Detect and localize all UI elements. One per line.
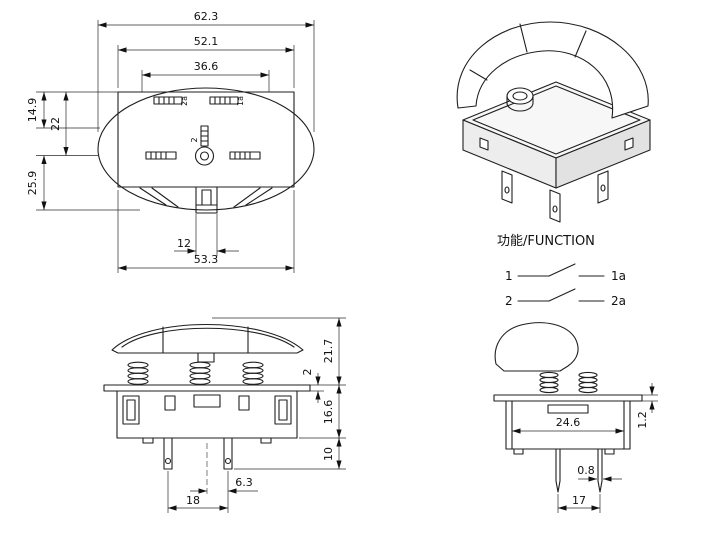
side-view-dimensions	[512, 383, 658, 513]
side-outline	[493, 322, 643, 493]
dim-overall-width: 62.3	[194, 10, 219, 23]
dim-upper-height: 14.9	[26, 98, 39, 123]
side-flange	[493, 394, 643, 402]
spring-center	[189, 361, 211, 385]
front-view: 2 21.7 16.6 10 6.3 18	[103, 317, 346, 513]
function-row1-left: 1	[505, 269, 513, 283]
side-pin-left	[555, 448, 561, 493]
iso-pins	[501, 170, 609, 223]
dim-pin-length: 10	[322, 447, 335, 461]
dim-mid-height: 22	[49, 117, 62, 131]
dim-pin-span: 17	[572, 494, 586, 507]
dim-pin-offset: 6.3	[235, 476, 253, 489]
function-row2-left: 2	[505, 294, 513, 308]
side-spring-right	[578, 371, 598, 394]
function-row2-right: 2a	[611, 294, 626, 308]
dim-tab-width: 12	[177, 237, 191, 250]
mounting-flange	[103, 384, 311, 392]
terminal-2a	[153, 96, 183, 105]
function-diagram: 功能/FUNCTION 1 1a 2 2a	[497, 234, 626, 308]
dim-inner-width: 36.6	[194, 60, 219, 73]
dim-flange-thickness: 2	[301, 369, 314, 376]
function-row-1: 1 1a	[505, 263, 626, 283]
switch-body	[116, 390, 298, 439]
front-pin-right	[223, 437, 233, 470]
function-row1-right: 1a	[611, 269, 626, 283]
terminal-2	[200, 125, 209, 147]
side-view: 24.6 1.2 0.8 17	[493, 322, 658, 513]
function-row-2: 2 2a	[505, 288, 626, 308]
terminal-right	[229, 151, 261, 160]
rocker-cap	[111, 324, 304, 354]
terminal-left	[145, 151, 177, 160]
dim-lower-height: 25.9	[26, 171, 39, 196]
top-view-outline	[97, 87, 315, 214]
top-view: 62.3 52.1 36.6 14.9 22 25.9 12 53.3 2a 1…	[26, 10, 315, 273]
label-terminal-1a: 1a	[236, 96, 245, 106]
label-terminal-2: 2	[190, 137, 199, 142]
mounting-tab	[195, 186, 218, 214]
label-terminal-2a: 2a	[180, 96, 189, 106]
switch-symbol-1	[517, 263, 605, 277]
isometric-view	[456, 21, 651, 223]
spring-left	[127, 361, 149, 385]
iso-rocker	[456, 21, 649, 119]
side-rocker	[494, 322, 579, 372]
switch-symbol-2	[517, 288, 605, 302]
dim-body-height: 16.6	[322, 400, 335, 425]
dim-inner-width-side: 24.6	[556, 416, 581, 429]
side-body	[505, 400, 631, 450]
iso-pivot-cylinder	[506, 87, 534, 112]
front-outline	[103, 324, 311, 470]
dim-flange-width: 53.3	[194, 253, 219, 266]
side-pin-right	[597, 448, 603, 493]
dim-pin-thickness: 0.8	[577, 464, 595, 477]
dim-total-height: 21.7	[322, 339, 335, 364]
front-view-dimensions	[167, 317, 346, 513]
rocker-stem	[197, 352, 215, 363]
side-spring-left	[539, 371, 559, 394]
dim-pin-pitch: 18	[186, 494, 200, 507]
dim-rib-height: 1.2	[636, 411, 649, 429]
top-view-dimensions	[36, 20, 315, 273]
terminal-1a	[209, 96, 239, 105]
screw-icon	[194, 146, 215, 166]
function-title: 功能/FUNCTION	[497, 234, 595, 249]
dim-frame-width: 52.1	[194, 35, 219, 48]
spring-right	[242, 361, 264, 385]
front-pin-left	[163, 437, 173, 470]
iso-rocker-panel-lines	[469, 23, 587, 81]
